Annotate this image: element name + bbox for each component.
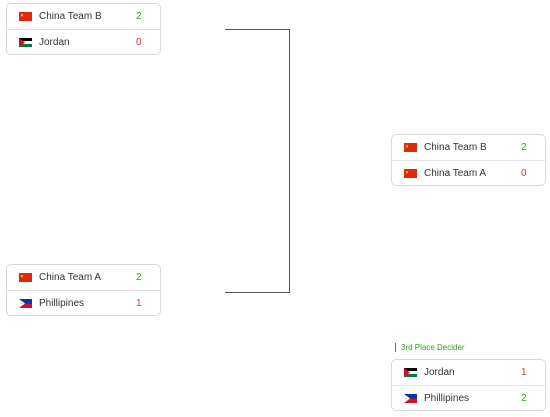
- team-score: 2: [521, 393, 527, 404]
- match-semifinal-2[interactable]: China Team A 2 Phillipines 1: [6, 264, 161, 316]
- team-score: 2: [521, 142, 527, 153]
- team-name: China Team B: [424, 142, 487, 153]
- team-name: China Team A: [39, 272, 102, 283]
- team-score: 2: [136, 272, 142, 283]
- philippines-flag-icon: [404, 394, 417, 403]
- team-name: Jordan: [424, 367, 455, 378]
- team-name: Phillipines: [39, 298, 85, 309]
- team-row[interactable]: Jordan 0: [7, 29, 160, 54]
- team-row[interactable]: China Team A 0: [392, 160, 545, 185]
- match-final[interactable]: China Team B 2 China Team A 0: [391, 134, 546, 186]
- china-flag-icon: [19, 12, 32, 21]
- jordan-flag-icon: [19, 38, 32, 47]
- bracket-connector-top: [225, 29, 290, 30]
- team-score: 2: [136, 11, 142, 22]
- team-row[interactable]: China Team A 2: [7, 265, 160, 290]
- team-score: 1: [521, 367, 527, 378]
- team-score: 1: [136, 298, 142, 309]
- team-score: 0: [136, 37, 142, 48]
- team-name: China Team A: [424, 168, 487, 179]
- team-name: Jordan: [39, 37, 70, 48]
- match-third-place[interactable]: Jordan 1 Phillipines 2: [391, 359, 546, 411]
- team-name: China Team B: [39, 11, 102, 22]
- team-row[interactable]: China Team B 2: [7, 4, 160, 29]
- china-flag-icon: [404, 169, 417, 178]
- bracket-connector-bottom: [225, 292, 290, 293]
- match-semifinal-1[interactable]: China Team B 2 Jordan 0: [6, 3, 161, 55]
- team-row[interactable]: Phillipines 2: [392, 385, 545, 410]
- bracket-connector-vertical: [289, 29, 290, 293]
- philippines-flag-icon: [19, 299, 32, 308]
- team-score: 0: [521, 168, 527, 179]
- team-row[interactable]: Phillipines 1: [7, 290, 160, 315]
- team-row[interactable]: Jordan 1: [392, 360, 545, 385]
- china-flag-icon: [404, 143, 417, 152]
- jordan-flag-icon: [404, 368, 417, 377]
- third-place-label: 3rd Place Decider: [395, 343, 465, 352]
- team-name: Phillipines: [424, 393, 470, 404]
- team-row[interactable]: China Team B 2: [392, 135, 545, 160]
- china-flag-icon: [19, 273, 32, 282]
